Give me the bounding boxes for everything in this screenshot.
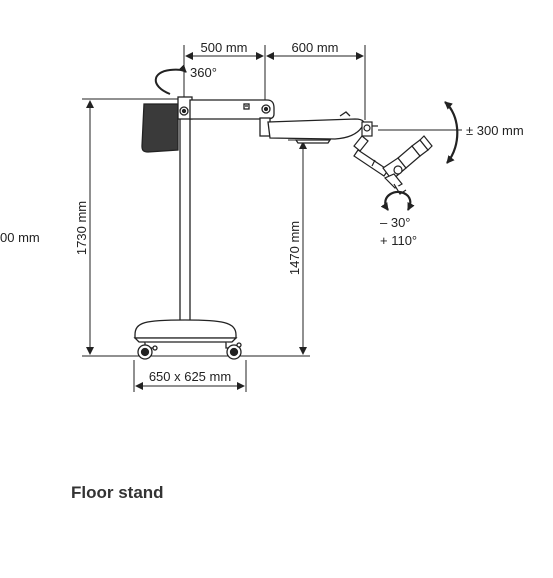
base-size-label: 650 x 625 mm	[149, 369, 231, 384]
arm-left-label: 500 mm	[201, 40, 248, 55]
arm-joint-knob	[261, 104, 271, 114]
control-housing	[141, 103, 179, 153]
left-cut-label: 00 mm	[0, 230, 40, 245]
pivot-minus-label: – 30°	[380, 215, 411, 230]
pivot-arrow-icon	[380, 190, 415, 211]
caster-right	[225, 342, 242, 360]
working-height-label: 1470 mm	[287, 221, 302, 275]
diagram-caption: Floor stand	[71, 483, 164, 502]
rotation-arrow-icon	[154, 64, 187, 95]
arm-right-label: 600 mm	[292, 40, 339, 55]
microscope-head	[353, 121, 433, 195]
overall-height-label: 1730 mm	[74, 201, 89, 255]
spring-arm	[259, 111, 365, 144]
tilt-arrow-icon	[444, 101, 459, 164]
caster-left	[137, 342, 158, 360]
rotation-label: 360°	[190, 65, 217, 80]
base-dimension	[133, 360, 247, 392]
height-dimensions	[82, 98, 310, 357]
stand-column	[179, 117, 191, 324]
stand-base	[133, 319, 238, 343]
pivot-plus-label: + 110°	[380, 233, 417, 248]
tilt-label: ± 300 mm	[466, 123, 524, 138]
